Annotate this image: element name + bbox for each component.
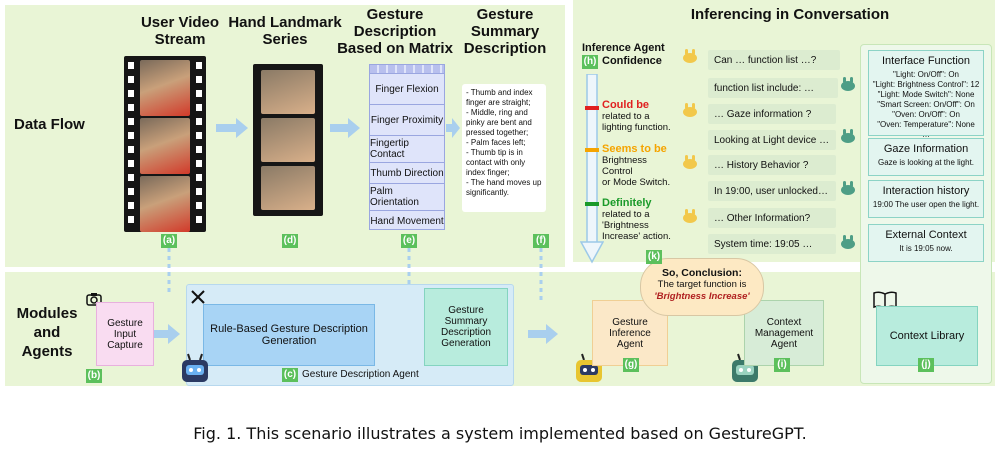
- gda-label: (c)Gesture Description Agent: [282, 368, 419, 382]
- matrix-row: Finger Flexion: [370, 74, 444, 105]
- landmark-frame-1: [261, 70, 315, 114]
- matrix-row: Hand Movement: [370, 215, 444, 227]
- video-filmstrip: [124, 56, 206, 232]
- description-matrix: Finger Flexion Finger Proximity Fingerti…: [369, 64, 445, 230]
- summary-bullet: - The hand moves up significantly.: [466, 178, 542, 197]
- matrix-row: Finger Proximity: [370, 105, 444, 136]
- tag-c: (c): [282, 368, 298, 382]
- tag-g: (g): [623, 358, 639, 372]
- matrix-row: Palm Orientation: [370, 184, 444, 211]
- tag-a: (a): [161, 234, 177, 248]
- mini-icons: [683, 49, 855, 249]
- video-frame-1: [140, 60, 190, 116]
- confidence-level-label: Could be: [602, 99, 650, 111]
- film-holes: [128, 62, 202, 223]
- summary-bullet: - Thumb and index finger are straight;: [466, 88, 533, 107]
- summary-bullet: - Palm faces left;: [466, 138, 526, 147]
- summary-box: - Thumb and index finger are straight; -…: [462, 84, 546, 212]
- confidence-level-label: Definitely: [602, 197, 652, 209]
- data-flow-label: Data Flow: [14, 116, 85, 133]
- context-library-box: Context Library: [876, 306, 978, 366]
- matrix-row: Thumb Direction: [370, 163, 444, 184]
- video-frame-3: [140, 176, 190, 232]
- landmark-filmstrip: [253, 64, 323, 216]
- robot-icon: [732, 353, 758, 382]
- robot-icon: [182, 353, 208, 382]
- chat-question: … History Behavior ?: [708, 155, 836, 175]
- tools-icon: [190, 289, 206, 310]
- chat-answer: function list include: …: [708, 78, 838, 98]
- conclusion-bubble: So, Conclusion: The target function is '…: [640, 258, 764, 316]
- chat-question: … Other Information?: [708, 208, 836, 228]
- interface-function-card: Interface Function "Light: On/Off": On"L…: [868, 50, 984, 139]
- chat-question: … Gaze information ?: [708, 104, 836, 124]
- landmark-frame-2: [261, 118, 315, 162]
- tag-k: (k): [646, 250, 662, 264]
- chat-question: Can … function list …?: [708, 50, 840, 70]
- inferencing-title: Inferencing in Conversation: [690, 6, 890, 23]
- tag-h: (h): [582, 55, 598, 69]
- video-frame-2: [140, 118, 190, 174]
- matrix-row: Fingertip Contact: [370, 136, 444, 163]
- confidence-arrow: [580, 74, 604, 264]
- chat-answer: Looking at Light device …: [708, 130, 836, 150]
- summary-bullet: - Thumb tip is in contact with only inde…: [466, 148, 526, 177]
- tag-d: (d): [282, 234, 298, 248]
- confidence-level-label: Seems to be: [602, 143, 667, 155]
- tag-j: (j): [918, 358, 934, 372]
- chat-answer: System time: 19:05 …: [708, 234, 836, 254]
- figure-caption: Fig. 1. This scenario illustrates a syst…: [193, 424, 807, 443]
- tag-i: (i): [774, 358, 790, 372]
- summary-bullet: - Middle, ring and pinky are bent and pr…: [466, 108, 532, 137]
- chat-answer: In 19:00, user unlocked…: [708, 181, 836, 201]
- tag-b: (b): [86, 369, 102, 383]
- camera-icon: [86, 292, 102, 311]
- landmark-frame-3: [261, 166, 315, 210]
- tag-e: (e): [401, 234, 417, 248]
- tag-f: (f): [533, 234, 549, 248]
- confidence-title: Inference Agent (h)Confidence: [582, 42, 665, 69]
